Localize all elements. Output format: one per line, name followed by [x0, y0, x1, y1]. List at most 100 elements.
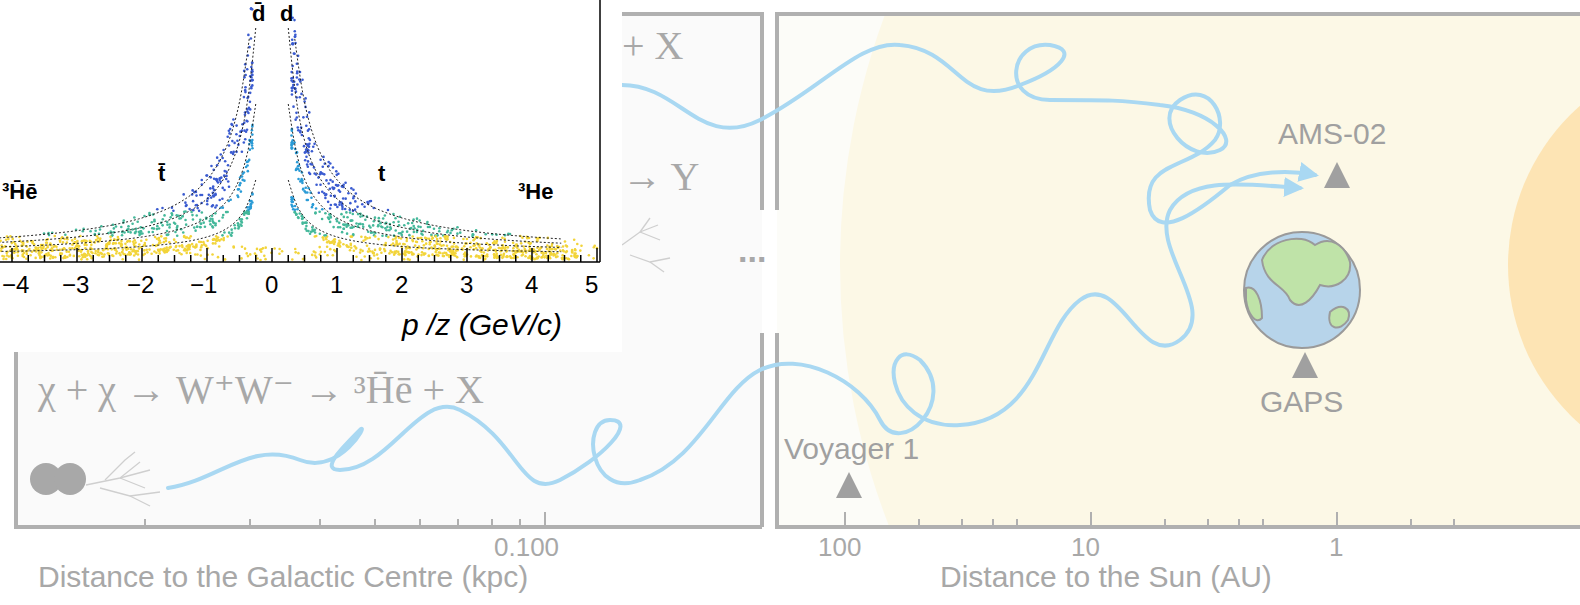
scatter-point [416, 241, 419, 244]
scatter-point [256, 257, 259, 260]
scatter-point [433, 228, 436, 231]
scatter-point [542, 254, 545, 257]
scatter-point [80, 258, 83, 261]
scatter-point [349, 243, 352, 246]
scatter-point [188, 244, 191, 247]
scatter-point [212, 238, 215, 241]
scatter-point [373, 252, 376, 255]
scatter-point [325, 193, 328, 196]
scatter-point [344, 197, 347, 200]
scatter-point [273, 247, 276, 250]
scatter-point [227, 164, 230, 167]
scatter-point [335, 204, 338, 207]
scatter-point [319, 171, 322, 174]
scatter-point [230, 234, 233, 237]
scatter-point [228, 185, 231, 188]
scatter-point [111, 254, 114, 257]
scatter-point [236, 140, 239, 143]
scatter-point [303, 190, 306, 193]
scatter-point [502, 255, 505, 258]
scatter-point [29, 254, 32, 257]
scatter-point [97, 237, 100, 240]
scatter-point [139, 233, 142, 236]
scatter-point [363, 255, 366, 258]
scatter-point [158, 227, 161, 230]
scatter-point [185, 223, 188, 226]
scatter-point [201, 211, 204, 214]
scatter-point [566, 245, 569, 248]
scatter-point [571, 251, 574, 254]
scatter-point [398, 253, 401, 256]
scatter-point [412, 253, 415, 256]
scatter-point [217, 239, 220, 242]
scatter-point [296, 83, 299, 86]
scatter-point [120, 240, 123, 243]
scatter-point [177, 249, 180, 252]
scatter-point [182, 231, 185, 234]
scatter-point [442, 255, 445, 258]
scatter-point [294, 35, 297, 38]
scatter-point [335, 170, 338, 173]
scatter-point [308, 145, 311, 148]
scatter-point [329, 179, 332, 182]
tick-label: 1 [1329, 533, 1343, 562]
scatter-point [454, 245, 457, 248]
scatter-point [59, 240, 62, 243]
scatter-point [135, 250, 138, 253]
tick-label: −1 [190, 272, 217, 298]
scatter-point [219, 153, 222, 156]
scatter-point [395, 240, 398, 243]
scatter-point [445, 239, 448, 242]
scatter-point [324, 251, 327, 254]
scatter-point [143, 215, 146, 218]
scatter-point [127, 253, 130, 256]
scatter-point [239, 182, 242, 185]
scatter-point [301, 79, 304, 82]
scatter-point [199, 249, 202, 252]
scatter-point [339, 190, 342, 193]
scatter-point [338, 203, 341, 206]
scatter-point [341, 208, 344, 211]
scatter-point [16, 247, 19, 250]
scatter-point [312, 146, 315, 149]
scatter-point [291, 39, 294, 42]
scatter-point [352, 233, 355, 236]
scatter-point [332, 254, 335, 257]
scatter-point [290, 87, 293, 90]
scatter-point [307, 129, 310, 132]
scatter-point [406, 230, 409, 233]
tick-label: 1 [330, 272, 343, 298]
scatter-point [553, 253, 556, 256]
scatter-point [568, 258, 571, 261]
scatter-point [570, 255, 573, 258]
scatter-point [184, 219, 187, 222]
scatter-point [311, 228, 314, 231]
scatter-point [251, 147, 254, 150]
scatter-point [493, 253, 496, 256]
scatter-point [420, 254, 423, 257]
scatter-point [524, 255, 527, 258]
scatter-point [105, 245, 108, 248]
scatter-point [391, 251, 394, 254]
scatter-point [122, 219, 125, 222]
scatter-point [451, 251, 454, 254]
scatter-point [78, 245, 81, 248]
scatter-point [137, 253, 140, 256]
scatter-point [434, 235, 437, 238]
scatter-point [357, 213, 360, 216]
scatter-point [210, 165, 213, 168]
scatter-point [243, 96, 246, 99]
tick-label: 2 [395, 272, 408, 298]
scatter-point [352, 226, 355, 229]
scatter-point [328, 218, 331, 221]
scatter-point [1, 255, 4, 258]
particle-label: t̄ [158, 162, 165, 186]
scatter-point [246, 210, 249, 213]
scatter-point [418, 219, 421, 222]
scatter-point [322, 236, 325, 239]
scatter-point [250, 37, 253, 40]
scatter-point [160, 235, 163, 238]
scatter-point [306, 115, 309, 118]
scatter-point [321, 208, 324, 211]
band-curve [0, 180, 256, 252]
